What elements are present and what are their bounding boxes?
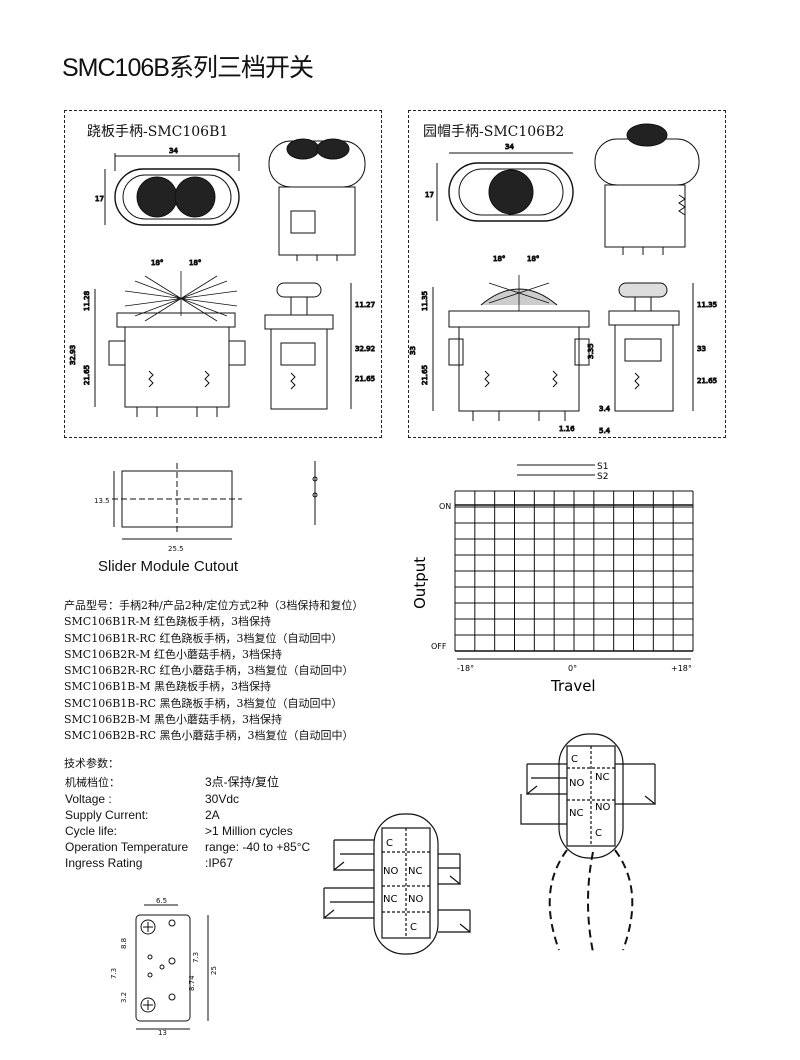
pcb-a: 8.8 [120,938,128,949]
dim-d10: 5.4 [599,427,611,435]
round-cap-side-view: 11.35 33 21.65 3.4 5.4 [599,282,718,436]
round-cap-drawings: 34 17 18° 18° 11.35 33 [409,123,718,436]
spec-item: SMC106B1B-M 黑色跷板手柄，3档保持 [64,680,272,694]
contact-c: C [386,838,393,849]
param-row: Ingress Rating:IP67 [65,856,234,871]
pcb-bottom: 13 [158,1029,167,1035]
pcb-d: 8.74 [188,975,196,991]
timing-tick-center: 0° [568,664,577,673]
dim-width: 34 [169,147,178,155]
rocker-drawings: 34 17 18° 18° [69,138,376,417]
contact-c: C [410,922,417,933]
spec-item: SMC106B2R-RC 红色小蘑菇手柄，3档复位（自动回中） [64,664,354,678]
page-title: SMC106B系列三档开关 [62,54,314,82]
dim-d9: 1.16 [559,425,575,433]
spec-item: SMC106B1R-RC 红色跷板手柄，3档复位（自动回中） [64,631,343,645]
contact-c: C [571,754,578,765]
pcb-e: 3.2 [120,992,128,1003]
dim-d6: 21.65 [355,375,375,383]
panel-rocker-handle: 跷板手柄-SMC106B1 34 17 18° 18° [64,110,382,438]
tech-params: 技术参数： 机械档位：3点-保持/复位 Voltage :30Vdc Suppl… [64,756,311,871]
dim-d2: 33 [409,346,417,355]
spec-item: SMC106B1R-M 红色跷板手柄，3档保持 [64,615,272,629]
pcb-f: 25 [210,966,218,975]
dim-d4: 3.35 [587,343,595,359]
spec-list: 产品型号：手柄2种/产品2种/定位方式2种（3档保持和复位） SMC106B1R… [64,598,363,745]
rocker-iso-view [268,138,366,261]
dim-angle-1: 18° [493,255,505,263]
pcb-top: 6.5 [156,897,167,905]
dim-d5: 11.35 [697,301,717,309]
spec-item: SMC106B2B-RC 黑色小蘑菇手柄，3档复位（自动回中） [64,729,354,743]
round-cap-front-view: 18° 18° 11.35 33 21.65 3.35 1.16 [409,255,596,434]
pcb-c: 7.3 [192,952,200,963]
timing-tick-right: +18° [671,664,692,673]
cutout-drawing: 13.5 25.5 [94,461,318,553]
contact-nc: NC [569,808,583,819]
timing-on: ON [439,502,451,511]
contact-diagram-b: C NC NO NC NO C [520,733,656,953]
dim-d3: 21.65 [421,365,429,385]
timing-tick-left: -18° [457,664,474,673]
dim-d1: 11.28 [83,291,91,311]
dim-d5: 32.92 [355,345,375,353]
pcb-b: 7.3 [110,968,118,979]
dim-height: 17 [95,195,104,203]
panel-label: 跷板手柄-SMC106B1 [87,124,229,140]
round-cap-iso-view [594,123,700,255]
contact-no: NO [408,894,423,905]
round-cap-top-view: 34 17 [425,143,574,222]
contact-no: NO [569,778,584,789]
timing-s2: S2 [597,472,608,482]
dim-d3: 21.65 [83,365,91,385]
dim-d6: 33 [697,345,706,353]
timing-grid [454,490,694,652]
timing-diagram: S1 S2 ON OFF Output -18° 0° +18° Travel [411,462,694,695]
pcb-footprint: 6.5 8.8 7.3 7.3 8.74 3.2 25 13 [110,897,218,1035]
rocker-front-view: 18° 18° 11.28 32.93 21.65 [69,259,246,417]
spec-item: SMC106B1B-RC 黑色跷板手柄，3档复位（自动回中） [64,696,343,710]
timing-ylabel: Output [411,557,429,609]
contact-c: C [595,828,602,839]
spec-item: SMC106B2R-M 红色小蘑菇手柄，3档保持 [64,647,283,661]
params-heading: 技术参数： [64,757,119,770]
dim-angle-2: 18° [189,259,201,267]
contact-diagram-a: C NO NC NO NC C [323,813,471,955]
params-table: 机械档位：3点-保持/复位 Voltage :30Vdc Supply Curr… [64,772,311,871]
spec-heading: 产品型号：手柄2种/产品2种/定位方式2种（3档保持和复位） [64,599,364,612]
panel-label: 园帽手柄-SMC106B2 [423,124,565,140]
panel-round-cap-handle: 园帽手柄-SMC106B2 34 17 18° 18° [408,110,726,438]
param-row: Voltage :30Vdc [65,792,240,807]
dim-d4: 11.27 [355,301,375,309]
contact-nc: NC [595,772,609,783]
dim-height: 17 [425,191,434,199]
timing-s1: S1 [597,462,608,472]
cutout-caption: Slider Module Cutout [98,558,239,575]
cutout-height: 13.5 [94,497,110,505]
rocker-side-view: 11.27 32.92 21.65 [264,282,376,410]
cutout-width: 25.5 [168,545,184,553]
dim-d2: 32.93 [69,345,77,365]
dim-angle-2: 18° [527,255,539,263]
dim-width: 34 [505,143,514,151]
contact-no: NO [383,866,398,877]
contact-nc: NC [383,894,397,905]
param-row: Cycle life:>1 Million cycles [65,824,293,839]
dim-d7: 21.65 [697,377,717,385]
dim-d1: 11.35 [421,291,429,311]
timing-xlabel: Travel [550,677,596,695]
dim-angle-1: 18° [151,259,163,267]
rocker-top-view: 34 17 [95,147,240,226]
param-row: 机械档位：3点-保持/复位 [65,775,280,790]
param-row: Supply Current:2A [65,808,220,823]
timing-off: OFF [431,642,447,651]
contact-no: NO [595,802,610,813]
spec-item: SMC106B2B-M 黑色小蘑菇手柄，3档保持 [64,713,283,727]
contact-nc: NC [408,866,422,877]
dim-d8: 3.4 [599,405,611,413]
